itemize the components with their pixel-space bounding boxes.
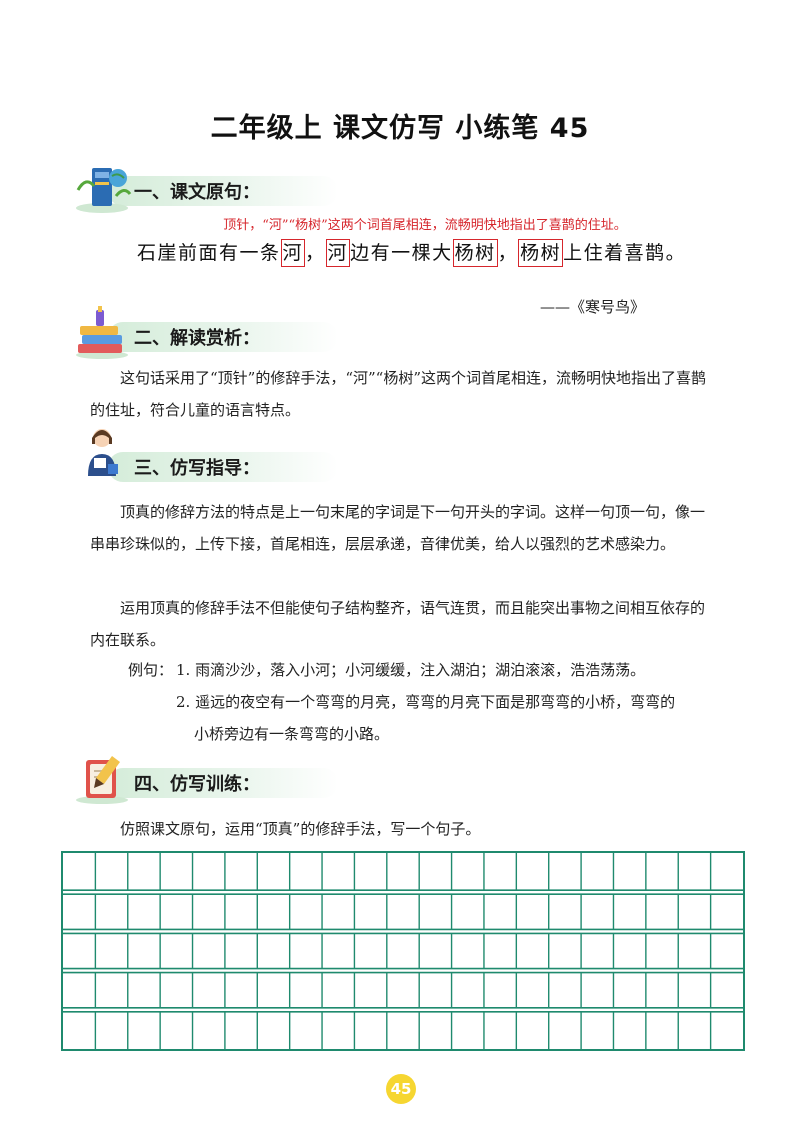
practice-instruction: 仿照课文原句，运用“顶真”的修辞手法，写一个句子。 (120, 820, 481, 838)
original-sentence: 石崖前面有一条河，河边有一棵大杨树，杨树上住着喜鹊。 (137, 238, 687, 267)
sentence-part: 边有一棵大 (350, 242, 453, 264)
guide-paragraph-1: 顶真的修辞方法的特点是上一句末尾的字词是下一句开头的字词。这样一句顶一句，像一串… (90, 503, 706, 553)
sentence-part: 石崖前面有一条 (137, 242, 281, 264)
example-2-line-1: 2. 遥远的夜空有一个弯弯的月亮，弯弯的月亮下面是那弯弯的小桥，弯弯的 (176, 693, 676, 711)
sentence-part: ， (497, 242, 519, 264)
books-globe-icon (76, 168, 132, 213)
highlight-box: 杨树 (452, 239, 498, 267)
source-citation: ——《寒号鸟》 (540, 298, 646, 316)
guide-paragraph-2: 运用顶真的修辞手法不但能使句子结构整齐，语气连贯，而且能突出事物之间相互依存的内… (90, 599, 706, 649)
section-header-bar (108, 768, 338, 798)
sentence-part: ， (305, 242, 326, 264)
analysis-paragraph: 这句话采用了“顶针”的修辞手法，“河”“杨树”这两个词首尾相连，流畅明快地指出了… (90, 369, 707, 419)
section-title: 二、解读赏析： (134, 328, 260, 349)
section-header-original: 一、课文原句： (68, 160, 368, 213)
example-2-line-2: 小桥旁边有一条弯弯的小路。 (194, 725, 390, 743)
highlight-box: 河 (325, 239, 351, 267)
section-header-bar (108, 176, 338, 206)
writing-grid[interactable] (61, 851, 745, 1051)
writing-grid-lines (63, 853, 743, 1049)
highlight-box: 河 (280, 239, 306, 267)
book-stack-icon (76, 306, 128, 359)
highlight-box: 杨树 (518, 239, 564, 267)
section-title: 四、仿写训练： (134, 774, 260, 795)
section-header-guide: 三、仿写指导： (68, 429, 368, 488)
page-title: 二年级上 课文仿写 小练笔 45 (210, 113, 590, 144)
section-header-analysis: 二、解读赏析： (68, 306, 368, 359)
section-header-bar (108, 452, 338, 482)
example-label: 例句： (128, 661, 174, 679)
teacher-icon (88, 429, 118, 476)
section-title: 三、仿写指导： (134, 458, 260, 479)
page-number-badge: 45 (386, 1074, 416, 1104)
section-header-bar (108, 322, 338, 352)
example-1: 1. 雨滴沙沙，落入小河；小河缓缓，注入湖泊；湖泊滚滚，浩浩荡荡。 (176, 661, 646, 679)
sentence-part: 上住着喜鹊。 (563, 242, 687, 264)
rhetoric-note: 顶针，“河”“杨树”这两个词首尾相连，流畅明快地指出了喜鹊的住址。 (223, 218, 627, 233)
section-header-practice: 四、仿写训练： (68, 752, 368, 804)
notebook-pencil-icon (76, 756, 128, 804)
section-title: 一、课文原句： (134, 182, 260, 203)
